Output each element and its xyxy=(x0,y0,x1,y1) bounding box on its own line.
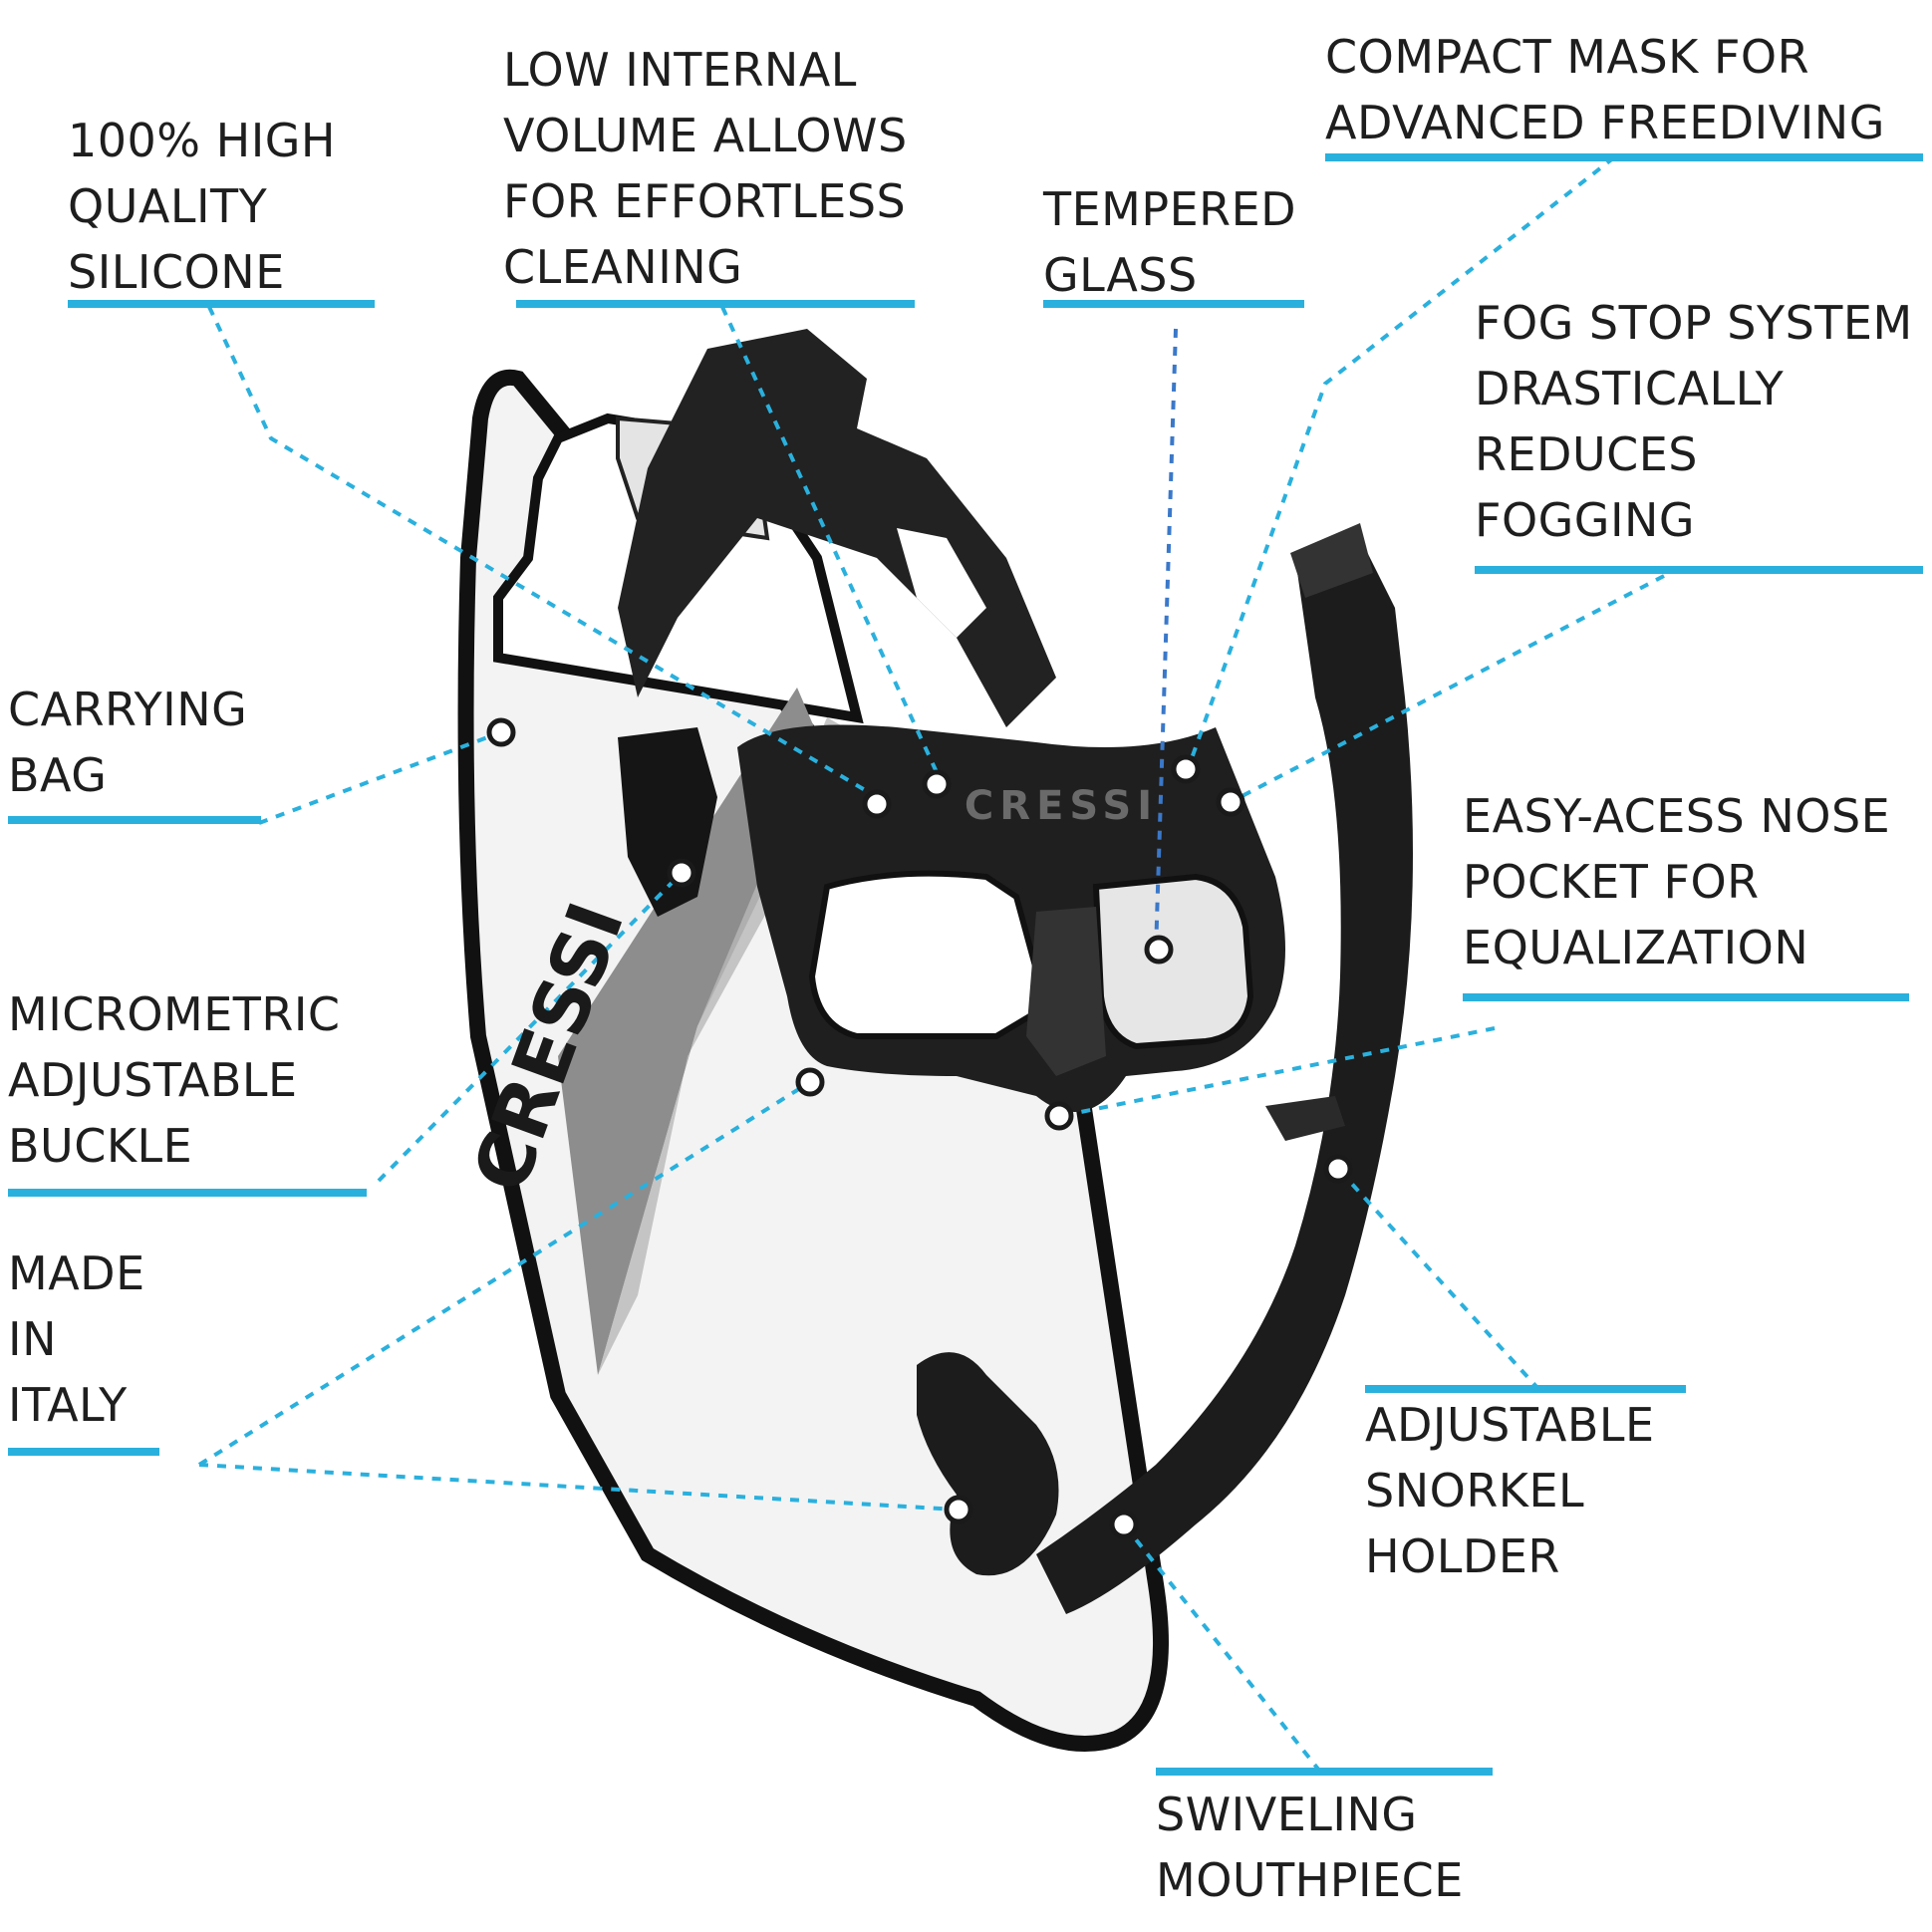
callout-mouthpiece: SWIVELING MOUTHPIECE xyxy=(1156,1788,1464,1907)
leader-italy xyxy=(197,1080,812,1467)
underline-silicone xyxy=(68,300,375,308)
dot-mouthpiece-left xyxy=(944,1495,973,1524)
underline-volume xyxy=(516,300,915,308)
callout-buckle: MICROMETRIC ADJUSTABLE BUCKLE xyxy=(8,987,341,1173)
marker-dots xyxy=(486,717,1353,1539)
underline-compact xyxy=(1325,153,1923,161)
dot-buckle xyxy=(667,858,696,888)
callout-fog: FOG STOP SYSTEM DRASTICALLY REDUCES FOGG… xyxy=(1475,296,1913,547)
dot-mouthpiece xyxy=(1109,1510,1139,1539)
dot-italy xyxy=(795,1067,825,1097)
underline-bag xyxy=(8,816,261,824)
mask-body-shape xyxy=(618,724,1285,1112)
underline-italy xyxy=(8,1448,159,1456)
dot-holder xyxy=(1323,1154,1353,1184)
callout-nose: EASY-ACESS NOSE POCKET FOR EQUALIZATION xyxy=(1463,789,1891,974)
dot-nose xyxy=(1044,1101,1074,1131)
callout-compact: COMPACT MASK FOR ADVANCED FREEDIVING xyxy=(1325,30,1885,149)
dot-bag xyxy=(486,717,516,747)
leader-buckle xyxy=(377,871,684,1183)
dot-fog xyxy=(1216,787,1245,817)
dot-silicone xyxy=(862,789,892,819)
leader-italy-2 xyxy=(198,1463,958,1512)
callout-volume: LOW INTERNAL VOLUME ALLOWS FOR EFFORTLES… xyxy=(503,43,908,294)
underline-holder xyxy=(1365,1385,1686,1393)
underline-buckle xyxy=(8,1189,367,1197)
leader-volume xyxy=(720,306,939,773)
leader-bag xyxy=(258,731,499,825)
dot-volume xyxy=(922,769,952,799)
callout-holder: ADJUSTABLE SNORKEL HOLDER xyxy=(1365,1398,1655,1583)
underline-glass xyxy=(1043,300,1304,308)
leader-silicone xyxy=(207,306,879,799)
callout-glass: TEMPERED GLASS xyxy=(1043,182,1297,302)
leader-compact xyxy=(1184,155,1616,776)
callout-italy: MADE IN ITALY xyxy=(8,1246,145,1432)
underline-mouthpiece xyxy=(1156,1768,1493,1776)
callout-bag: CARRYING BAG xyxy=(8,683,248,802)
underline-fog xyxy=(1475,566,1923,574)
underline-nose xyxy=(1463,993,1909,1001)
mask-logo: CRESSI xyxy=(965,783,1158,829)
leader-glass xyxy=(1154,328,1178,953)
callout-silicone: 100% HIGH QUALITY SILICONE xyxy=(68,114,337,299)
mask-strap-shape xyxy=(618,329,1056,727)
leader-lines xyxy=(197,155,1665,1774)
dot-compact xyxy=(1171,754,1201,784)
leader-nose xyxy=(1060,1026,1496,1118)
leader-fog xyxy=(1230,574,1665,804)
dot-glass xyxy=(1144,935,1174,965)
leader-holder xyxy=(1336,1167,1541,1392)
